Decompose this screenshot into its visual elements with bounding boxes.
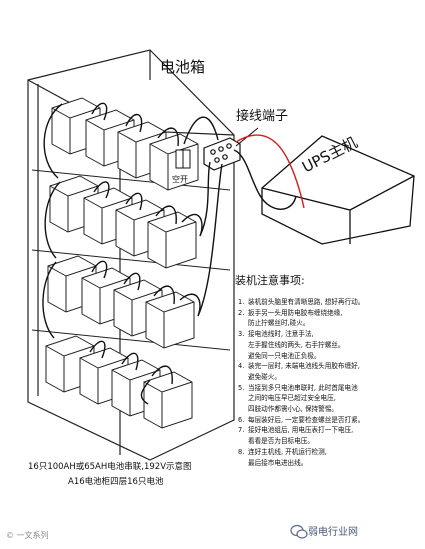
air-switch-label: 空开	[172, 175, 188, 184]
note-item: 7.接好电池组后, 用电压表打一下电压, 看看是否为目标电压。	[238, 425, 418, 446]
note-line: 每层装好后, 一定要检查螺丝是否打紧。	[248, 415, 365, 424]
note-item: 6.每层装好后, 一定要检查螺丝是否打紧。	[238, 415, 418, 426]
battery-row-4	[45, 335, 193, 429]
installation-notes-list: 1.装机前头脑里有清晰思路, 想好再行动。2.扳手另一头用防电胶布缠绕绝缘, 防止…	[238, 297, 418, 468]
battery-box-label: 电池箱	[160, 58, 206, 76]
note-item: 3.接电池线时, 注意手法,左手握住线的两头, 右手拧螺丝。避免同一只电池正负极…	[238, 329, 418, 361]
note-item: 2.扳手另一头用防电胶布缠绕绝缘, 防止拧螺丝时,碰火。	[238, 308, 418, 329]
note-item: 8.连好主机线, 开机运行检测, 最后接市电进出线。	[238, 447, 418, 468]
note-item: 4.装完一层时, 未端电池线头用胶布缠好,避免碰火。	[238, 361, 418, 382]
note-line: 四肢动作都需小心, 保持警惕。	[248, 405, 338, 414]
note-line: 装完一层时, 未端电池线头用胶布缠好,	[248, 362, 360, 371]
main-wires	[197, 134, 305, 317]
battery-row-2	[49, 175, 197, 269]
note-number: 8.	[238, 447, 245, 456]
note-number: 5.	[238, 383, 245, 392]
note-number: 4.	[238, 362, 245, 371]
terminal-block-label: 接线端子	[236, 109, 289, 124]
note-line: 接电池线时, 注意手法,	[248, 330, 314, 339]
battery-row-1	[51, 97, 199, 191]
caption-line-2: A16电池柜四层16只电池	[68, 477, 164, 487]
note-line: 连好主机线, 开机运行检测,	[248, 447, 327, 456]
note-line: 避免碰火。	[248, 372, 281, 381]
batteries	[45, 97, 199, 429]
note-number: 3.	[238, 330, 245, 339]
note-number: 1.	[238, 298, 245, 306]
note-line: 当接到多只电池串联时, 此时首尾电池	[248, 383, 358, 392]
note-line: 接好电池组后, 用电压表打一下电压,	[248, 426, 354, 435]
terminal-block	[203, 137, 241, 171]
note-number: 2.	[238, 308, 245, 317]
note-line: 看看是否为目标电压。	[248, 437, 314, 446]
wechat-icon	[290, 524, 308, 539]
note-item: 1.装机前头脑里有清晰思路, 想好再行动。	[238, 297, 418, 308]
note-line: 左手握住线的两头, 右手拧螺丝。	[248, 340, 345, 349]
note-line: 避免同一只电池正负极。	[248, 351, 321, 360]
note-line: 装机前头脑里有清晰思路, 想好再行动。	[248, 298, 365, 306]
air-switch	[175, 149, 191, 169]
note-item: 5.当接到多只电池串联时, 此时首尾电池之间的电压早已超过安全电压, 四肢动作都需…	[238, 383, 418, 415]
note-line: 最后接市电进出线。	[248, 458, 308, 467]
cabinet-shelves	[31, 169, 231, 351]
note-line: 之间的电压早已超过安全电压,	[248, 394, 336, 403]
watermark-right: 弱电行业网	[308, 527, 358, 538]
note-number: 6.	[238, 415, 245, 424]
notes-title: 装机注意事项:	[235, 274, 305, 287]
note-number: 7.	[238, 426, 245, 435]
caption-line-1: 16只100AH或65AH电池串联,192V示意图	[28, 462, 192, 472]
watermark-left: © 一文系列	[6, 531, 49, 540]
note-line: 扳手另一头用防电胶布缠绕绝缘,	[248, 308, 343, 317]
note-line: 防止拧螺丝时,碰火。	[248, 319, 310, 328]
battery-row-3	[47, 255, 195, 349]
